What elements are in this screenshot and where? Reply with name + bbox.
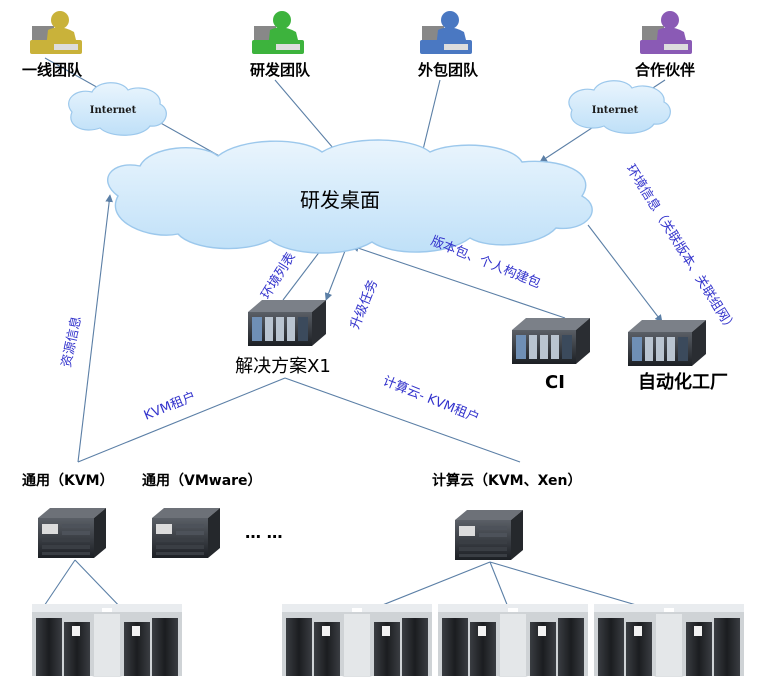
host-server-icon — [455, 510, 523, 560]
server-icon — [248, 300, 326, 346]
team-rnd: 研发团队 — [250, 11, 311, 79]
team-partner: 合作伙伴 — [634, 11, 695, 79]
internet-label: Internet — [90, 105, 137, 116]
team-label: 一线团队 — [22, 61, 83, 79]
datacenter-photo-2 — [282, 604, 432, 677]
team-first-line: 一线团队 — [22, 11, 83, 79]
host-server-icon — [38, 508, 106, 558]
person-icon — [252, 11, 304, 54]
solution-label: 解决方案X1 — [235, 356, 331, 377]
ci-label: CI — [545, 372, 565, 393]
connection-lines — [39, 57, 666, 613]
edge-label-resource-info: 资源信息 — [58, 315, 84, 369]
team-label: 合作伙伴 — [634, 61, 695, 79]
host-server-kvm — [38, 508, 106, 558]
internet-cloud-right: Internet — [568, 80, 671, 134]
solution-server — [248, 300, 326, 346]
server-icon — [628, 320, 706, 366]
person-icon — [30, 11, 82, 54]
edge-label-env-info: 环境信息（关联版本、关联组网） — [623, 162, 740, 336]
ci-server — [512, 318, 590, 364]
automation-server — [628, 320, 706, 366]
person-icon — [420, 11, 472, 54]
desktop-label: 研发桌面 — [300, 188, 380, 212]
rnd-desktop-cloud: 研发桌面 — [107, 139, 593, 254]
internet-label: Internet — [592, 105, 639, 116]
team-outsource: 外包团队 — [417, 11, 479, 79]
edge-label-kvm-tenant: KVM租户 — [142, 388, 199, 423]
team-label: 研发团队 — [250, 61, 311, 79]
host-server-icon — [152, 508, 220, 558]
datacenter-photo-4 — [594, 604, 744, 677]
datacenter-photo-3 — [438, 604, 588, 677]
team-label: 外包团队 — [417, 61, 479, 79]
automation-label: 自动化工厂 — [638, 371, 728, 393]
person-icon — [640, 11, 692, 54]
host-label-general-vmware: 通用（VMware） — [142, 473, 262, 489]
internet-cloud-left: Internet — [68, 82, 167, 136]
datacenter-photo-1 — [32, 604, 182, 677]
host-server-vmware — [152, 508, 220, 558]
ellipsis-label: … … — [245, 523, 283, 542]
host-label-general-kvm: 通用（KVM） — [22, 473, 114, 489]
server-icon — [512, 318, 590, 364]
edge-label-upgrade-task: 升级任务 — [347, 277, 381, 331]
host-server-compute — [455, 510, 523, 560]
host-label-compute-cloud: 计算云（KVM、Xen） — [432, 472, 582, 489]
edge-label-env-list: 环境列表 — [259, 250, 299, 302]
